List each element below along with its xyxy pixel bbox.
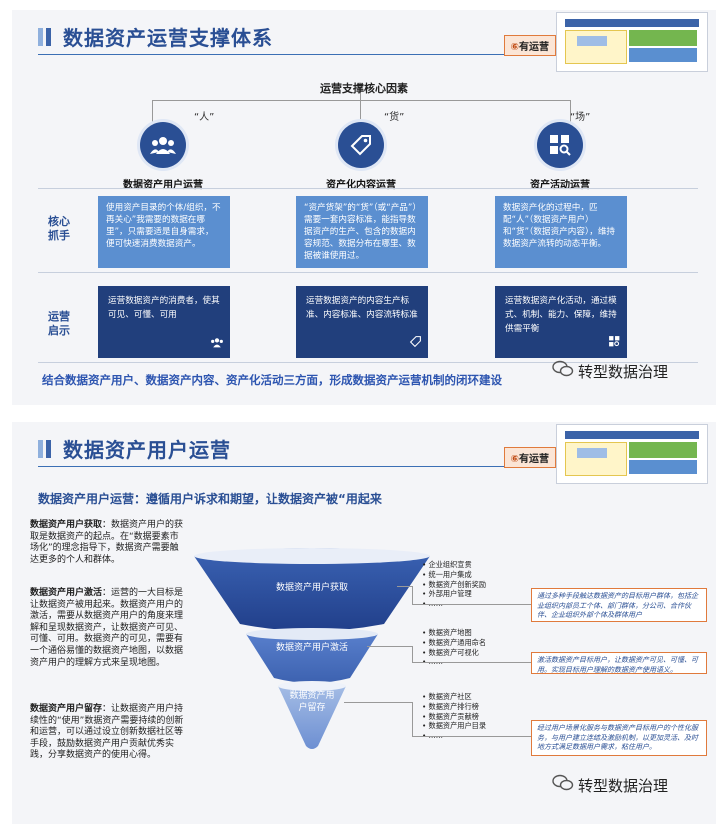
framework-thumbnail <box>556 424 708 484</box>
connector-line <box>367 646 412 647</box>
connector-line <box>412 662 531 663</box>
quote-people: “人” <box>194 112 215 123</box>
row-label-core: 核心抓手 <box>48 215 70 242</box>
title-underline <box>38 54 538 55</box>
funnel-stage-retention <box>278 681 346 749</box>
column-title-content-ops: 资产化内容运营 <box>326 180 396 191</box>
wechat-icon <box>552 360 574 382</box>
column-title-activity-ops: 资产活动运营 <box>530 180 590 191</box>
desc-box-acquisition: 通过多种手段触达数据资产的目标用户群体，包括企业组织内部员工个体、部门群体，分公… <box>531 588 707 622</box>
desc-box-activation: 激活数据资产目标用户，让数据资产可见、可懂、可用。实现目标用户理解的数据资产使用… <box>531 652 707 674</box>
quote-goods: “货” <box>384 112 405 123</box>
user-ops-funnel <box>194 548 430 749</box>
tree-connector <box>152 100 570 101</box>
connector-line <box>344 702 412 703</box>
connector-line <box>412 646 413 662</box>
slide-data-asset-user-ops: 数据资产用户运营 ⑥有运营 数据资产用户运营：遵循用户诉求和期望，让数据资产被“… <box>12 422 716 824</box>
operation-badge: ⑥有运营 <box>503 35 556 56</box>
quote-place: “场” <box>570 112 591 123</box>
row-divider <box>38 272 698 273</box>
core-factors-title: 运营支撑核心因素 <box>320 82 408 95</box>
row-divider <box>38 362 698 363</box>
connector-line <box>397 586 412 587</box>
slide-title: 数据资产运营支撑体系 <box>63 26 273 50</box>
core-lever-content: “资产货架”的“货”（或“产品”）需要一套内容标准，能指导数据资产的生产、包含的… <box>296 196 428 268</box>
tree-connector <box>570 100 571 122</box>
connector-line <box>412 702 413 736</box>
title-underline <box>38 466 538 467</box>
funnel-stage-activation <box>246 628 378 683</box>
users-icon <box>140 122 186 168</box>
tree-connector <box>360 93 361 101</box>
bullet-list-retention: 数据资产社区数据资产排行榜数据资产贡献榜数据资产用户目录…… <box>422 692 487 741</box>
closed-loop-summary: 结合数据资产用户、数据资产内容、资产化活动三方面，形成数据资产运营机制的闭环建设 <box>42 373 502 387</box>
funnel-label-acquisition: 数据资产用户获取 <box>275 583 348 593</box>
para-acquisition: 数据资产用户获取：数据资产用户的获取是数据资产的起点。在“数据要素市场化”的理念… <box>30 520 184 565</box>
tag-icon <box>338 122 384 168</box>
search-grid-icon <box>608 335 621 353</box>
tree-connector <box>152 100 153 122</box>
connector-line <box>412 604 531 605</box>
desc-box-retention: 经过用户场景化服务与数据资产目标用户的个性化服务，与用户建立连结及激励机制，以更… <box>531 720 707 756</box>
tree-connector <box>360 100 361 122</box>
wechat-watermark: 转型数据治理 <box>552 360 668 382</box>
funnel-stage-acquisition <box>194 548 430 631</box>
core-lever-activity: 数据资产化的过程中，匹配“人”（数据资产用户）和“货”（数据资产内容），维持数据… <box>495 196 627 268</box>
tag-icon <box>409 335 422 353</box>
insight-content: 运营数据资产的内容生产标准、内容标准、内容流转标准 <box>296 286 428 358</box>
row-label-insight: 运营启示 <box>48 310 70 337</box>
insight-user: 运营数据资产的消费者，使其可见、可懂、可用 <box>98 286 230 358</box>
para-activation: 数据资产用户激活：运营的一大目标是让数据资产被用起来。数据资产用户的激活，需要从… <box>30 588 184 668</box>
slide-operations-support-system: 数据资产运营支撑体系 ⑥有运营 运营支撑核心因素 “人” “货” “场” 数据资… <box>12 10 716 405</box>
operation-badge: ⑥有运营 <box>503 447 556 468</box>
bullet-list-activation: 数据资产地图数据资产通用命名数据资产可视化…… <box>422 628 487 667</box>
connector-line <box>412 736 531 737</box>
funnel-label-activation: 数据资产用户激活 <box>275 643 348 653</box>
core-lever-user: 使用资产目录的个体/组织，不再关心”我需要的数据在哪里”，只需要适是自身需求，便… <box>98 196 230 268</box>
funnel-label-retention: 数据资产用户留存 <box>289 691 335 713</box>
slide-title-bar: 数据资产用户运营 <box>38 434 231 463</box>
column-title-user-ops: 数据资产用户运营 <box>123 180 203 191</box>
slide-subtitle: 数据资产用户运营：遵循用户诉求和期望，让数据资产被“用起来 <box>38 492 382 506</box>
row-divider <box>38 188 698 189</box>
connector-line <box>412 586 413 604</box>
users-icon <box>210 337 224 353</box>
insight-activity: 运营数据资产化活动，通过模式、机制、能力、保障，维持供需平衡 <box>495 286 627 358</box>
para-retention: 数据资产用户留存：让数据资产用户持续性的“使用”数据资产需要持续的创新和运营，可… <box>30 704 184 761</box>
slide-title: 数据资产用户运营 <box>63 438 231 462</box>
wechat-icon <box>552 774 574 796</box>
slide-title-bar: 数据资产运营支撑体系 <box>38 22 273 51</box>
title-marker-icon <box>38 439 51 458</box>
search-grid-icon <box>537 122 583 168</box>
title-marker-icon <box>38 27 51 46</box>
framework-thumbnail <box>556 12 708 72</box>
bullet-list-acquisition: 企业组织宣贯统一用户集成数据资产创新奖励外部用户管理…… <box>422 560 487 609</box>
wechat-watermark: 转型数据治理 <box>552 774 668 796</box>
